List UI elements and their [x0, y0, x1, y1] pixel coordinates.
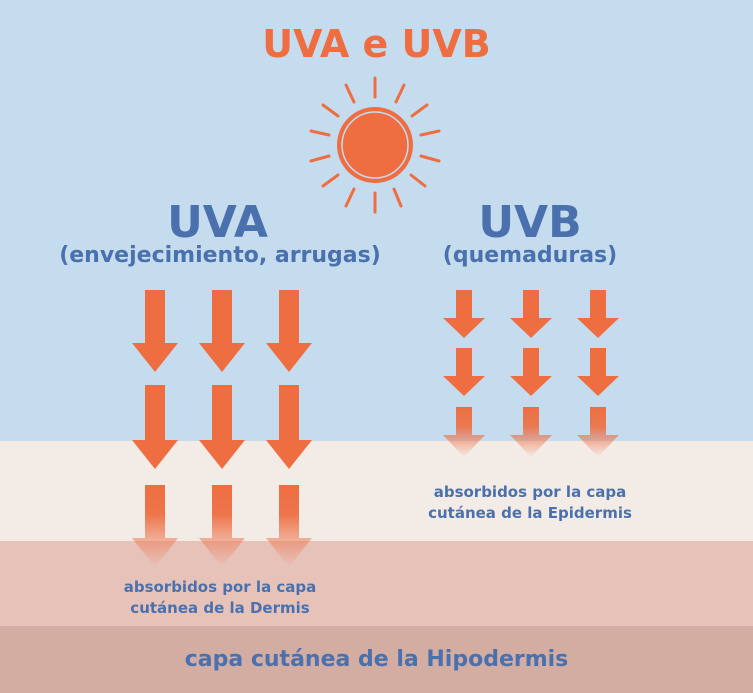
uvb-subheading: (quemaduras) — [442, 243, 618, 268]
uvb-arrow — [443, 290, 485, 338]
uvb-note-line1: absorbidos por la capa — [433, 483, 627, 501]
uva-arrow — [132, 485, 178, 567]
sun-icon — [309, 76, 441, 214]
uvb-arrow — [510, 290, 552, 338]
uvb-note-line2: cutánea de la Epidermis — [428, 504, 632, 522]
uvb-arrow — [577, 407, 619, 457]
hypodermis-label: capa cutánea de la Hipodermis — [184, 647, 569, 672]
uvb-arrow — [577, 348, 619, 396]
uva-note-line2: cutánea de la Dermis — [130, 599, 310, 617]
uva-arrow — [199, 385, 245, 469]
uva-note-line1: absorbidos por la capa — [123, 578, 317, 596]
uva-arrows — [132, 290, 312, 567]
uvb-heading: UVB — [478, 197, 582, 248]
hypodermis-layer — [0, 626, 753, 693]
uvb-arrows — [443, 290, 619, 457]
uvb-arrow — [510, 407, 552, 457]
diagram-title: UVA e UVB — [262, 22, 491, 66]
epidermis-layer — [0, 441, 753, 541]
uva-arrow — [266, 485, 312, 567]
sky-region — [0, 0, 753, 441]
uvb-arrow — [510, 348, 552, 396]
uva-arrow — [199, 290, 245, 372]
uva-arrow — [266, 385, 312, 469]
uva-arrow — [266, 290, 312, 372]
uvb-arrow — [443, 348, 485, 396]
uva-heading: UVA — [167, 197, 268, 248]
uva-arrow — [132, 385, 178, 469]
uva-arrow — [199, 485, 245, 567]
uva-subheading: (envejecimiento, arrugas) — [59, 243, 381, 268]
uva-arrow — [132, 290, 178, 372]
uvb-absorption-note: absorbidos por la capa cutánea de la Epi… — [405, 482, 655, 524]
uvb-arrow — [443, 407, 485, 457]
uvb-arrow — [577, 290, 619, 338]
uva-absorption-note: absorbidos por la capa cutánea de la Der… — [95, 577, 345, 619]
dermis-layer — [0, 541, 753, 626]
